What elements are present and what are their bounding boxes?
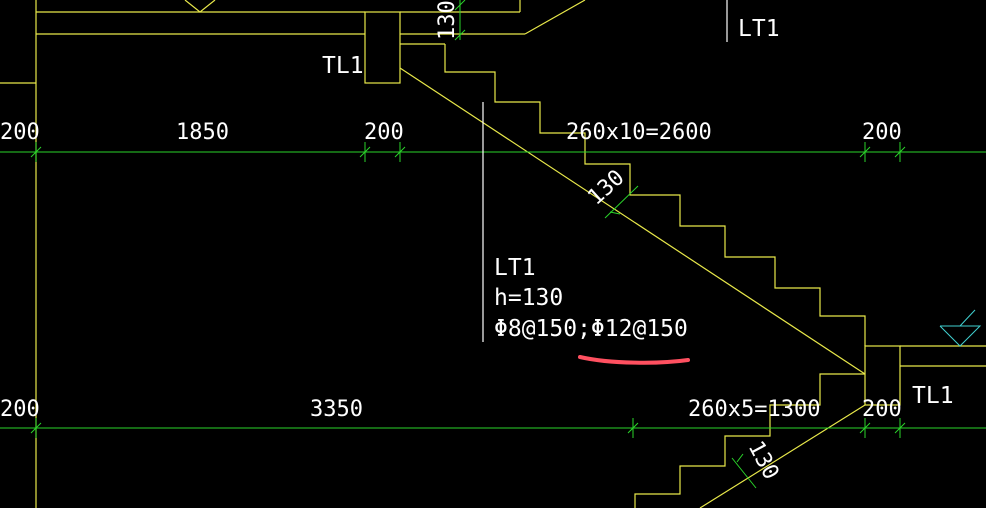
thickness-dim-top bbox=[454, 0, 466, 41]
dim-row-2-d2: 3350 bbox=[310, 397, 363, 422]
label-thickness-top: 130 bbox=[435, 0, 460, 40]
top-slope-line bbox=[524, 0, 586, 35]
note-height: h=130 bbox=[494, 285, 563, 311]
dim-row-1-d3: 200 bbox=[364, 120, 404, 145]
note-name: LT1 bbox=[494, 255, 536, 281]
red-highlight-underline bbox=[578, 355, 690, 365]
beam-tl1-right bbox=[864, 345, 901, 406]
thickness-dim-bottom bbox=[731, 453, 757, 489]
thickness-dim-mid bbox=[604, 185, 639, 219]
dim-row-2-ticks bbox=[30, 418, 906, 438]
lower-flight-steps bbox=[634, 373, 865, 508]
section-marks bbox=[482, 0, 728, 342]
label-tl1-top: TL1 bbox=[322, 53, 364, 79]
dim-row-2-d4: 200 bbox=[862, 397, 902, 422]
top-triangle-mark bbox=[184, 0, 216, 13]
beam-tl1-top bbox=[364, 11, 401, 84]
main-flight-steps bbox=[444, 44, 866, 346]
dimension-lines bbox=[0, 0, 986, 489]
dim-row-2-d1: 200 bbox=[0, 397, 40, 422]
main-flight-soffit bbox=[399, 67, 866, 375]
dim-row-1-d4: 260x10=2600 bbox=[566, 120, 712, 145]
label-tl1-right: TL1 bbox=[912, 383, 954, 409]
dim-row-1-d1: 200 bbox=[0, 120, 40, 145]
label-lt1-top: LT1 bbox=[738, 16, 780, 42]
note-rebar: Φ8@150;Φ12@150 bbox=[494, 316, 688, 342]
lower-flight-soffit bbox=[699, 404, 866, 508]
dim-row-1-ticks bbox=[30, 142, 906, 162]
dim-row-1-d5: 200 bbox=[862, 120, 902, 145]
level-symbol-icon bbox=[939, 309, 982, 347]
dim-row-1-d2: 1850 bbox=[176, 120, 229, 145]
dim-row-2-d3: 260x5=1300 bbox=[688, 397, 820, 422]
